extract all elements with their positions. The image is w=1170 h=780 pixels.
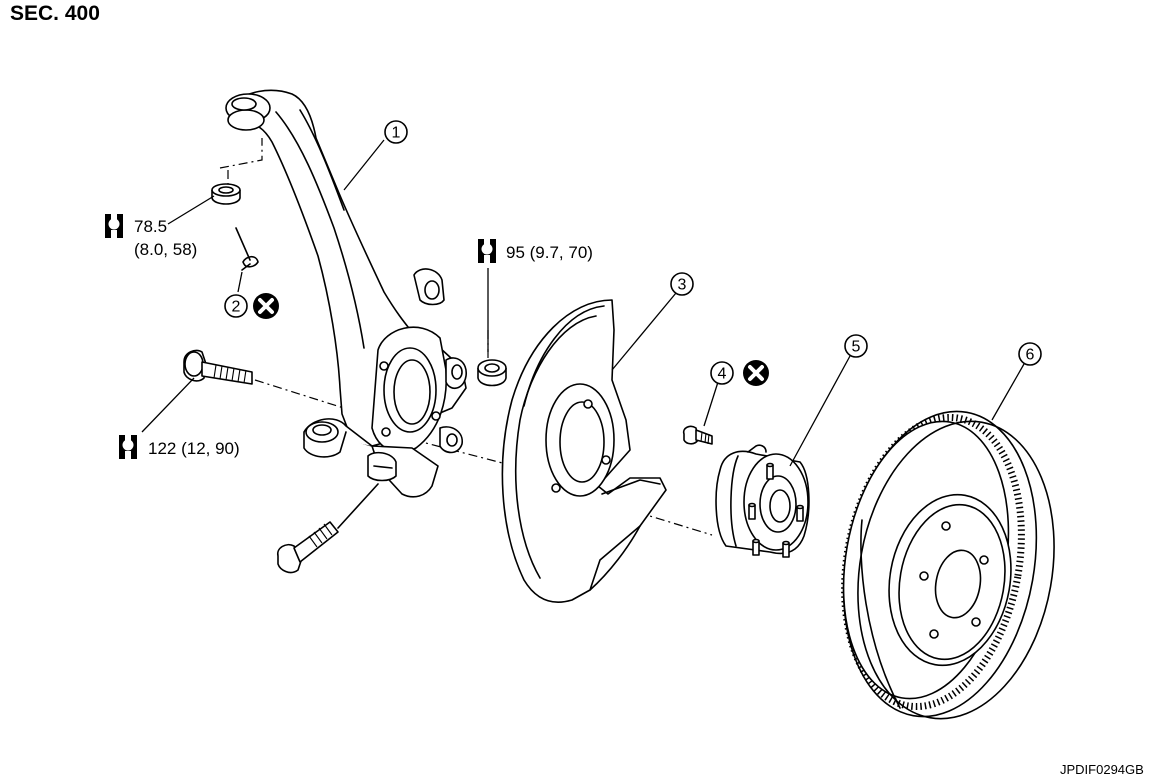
leader-4 <box>703 381 719 427</box>
assembly-axis-upper <box>219 138 263 169</box>
torque-78-line1: 78.5 <box>134 217 167 236</box>
do-not-reuse-icon <box>741 358 771 388</box>
knuckle-lower-bolt <box>276 483 379 574</box>
do-not-reuse-icon <box>251 291 281 321</box>
knuckle-upper-bolt <box>183 349 253 385</box>
callout-2: 2 <box>224 294 248 318</box>
leader-1 <box>343 139 385 191</box>
leader-3 <box>611 292 677 371</box>
cotter-pin <box>235 227 259 271</box>
splash-guard <box>501 299 667 604</box>
callout-1-number: 1 <box>392 125 401 142</box>
callout-4: 4 <box>710 361 734 385</box>
brake-rotor <box>841 410 1055 720</box>
wheel-hub-bearing <box>715 444 810 558</box>
torque-122-label: 122 (12, 90) <box>148 439 240 458</box>
strut-mount-nut <box>477 359 507 387</box>
torque-95-label: 95 (9.7, 70) <box>506 243 593 262</box>
leader-2 <box>237 271 243 293</box>
leader-5 <box>789 355 851 467</box>
callout-3-number: 3 <box>678 277 687 294</box>
torque-wrench-icon <box>119 435 137 459</box>
callout-6: 6 <box>1018 342 1042 366</box>
steering-knuckle <box>225 89 467 498</box>
callout-6-number: 6 <box>1026 347 1035 364</box>
leader-torque-122 <box>141 377 195 433</box>
hub-bolt <box>682 425 713 445</box>
callout-4-number: 4 <box>718 366 727 383</box>
callout-5-number: 5 <box>852 339 861 356</box>
callout-1: 1 <box>384 120 408 144</box>
leader-torque-78 <box>167 195 215 225</box>
ball-joint-nut <box>211 183 241 205</box>
torque-wrench-icon <box>105 214 123 238</box>
callout-2-number: 2 <box>232 299 241 316</box>
figure-code: JPDIF0294GB <box>1060 762 1144 777</box>
torque-78-line2: (8.0, 58) <box>134 240 197 259</box>
callout-3: 3 <box>670 272 694 296</box>
leader-6 <box>991 363 1025 421</box>
callout-5: 5 <box>844 334 868 358</box>
section-title: SEC. 400 <box>10 2 100 25</box>
torque-wrench-icon <box>478 239 496 263</box>
assembly-axis-main <box>254 379 351 411</box>
